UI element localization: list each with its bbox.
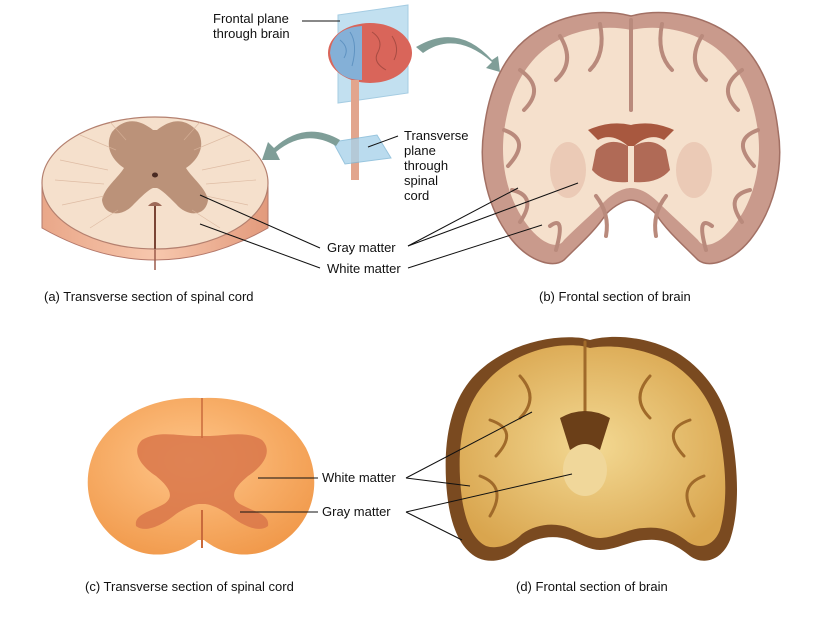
leader-lines — [199, 20, 579, 541]
transverse-plane-text: Transverse plane through spinal cord — [404, 128, 469, 203]
frontal-plane-label: Frontal plane through brain — [213, 11, 290, 41]
gray-matter-label-bottom: Gray matter — [322, 504, 391, 519]
white-matter-label-bottom: White matter — [322, 470, 396, 485]
gray-matter-butterfly — [102, 121, 208, 214]
arrow-to-brain-section — [416, 37, 500, 72]
brain-section-illustration — [481, 11, 781, 265]
spinal-cord-illustration — [41, 116, 269, 270]
arrow-to-cord-section — [262, 131, 340, 160]
transverse-plane-label: Transverse plane through spinal cord — [404, 128, 469, 203]
caption-c: (c) Transverse section of spinal cord — [85, 579, 294, 594]
gray-matter-label-top: Gray matter — [327, 240, 396, 255]
brain-photo — [445, 336, 737, 561]
orientation-inset — [262, 4, 500, 180]
spinal-cord-photo — [87, 397, 315, 555]
caption-b: (b) Frontal section of brain — [539, 289, 691, 304]
white-matter-label-top: White matter — [327, 261, 401, 276]
caption-a: (a) Transverse section of spinal cord — [44, 289, 254, 304]
frontal-plane-text: Frontal plane through brain — [213, 11, 290, 41]
caption-d: (d) Frontal section of brain — [516, 579, 668, 594]
lateral-ventricles — [588, 123, 674, 146]
